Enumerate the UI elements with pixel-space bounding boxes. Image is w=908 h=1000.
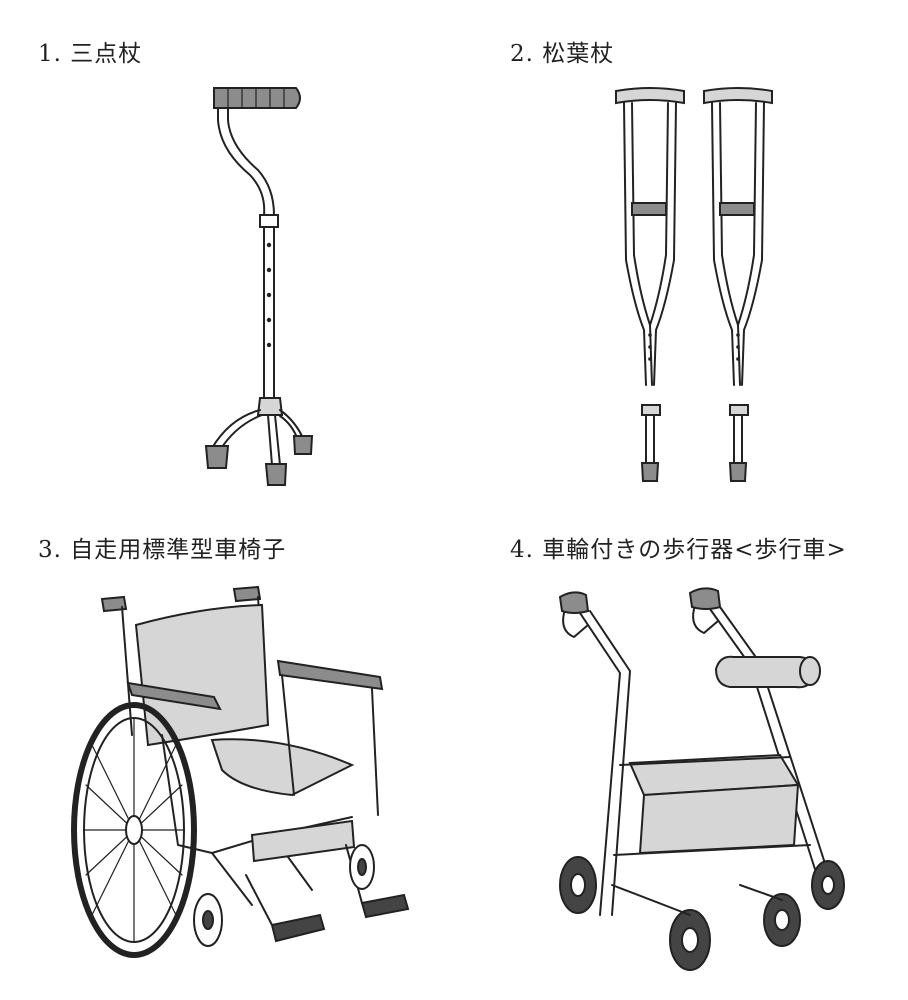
crutch-right	[703, 87, 773, 482]
figure-1-number: 1.	[38, 41, 62, 67]
figure-2-number: 2.	[510, 41, 534, 67]
figure-2-caption: 2. 松葉杖	[510, 34, 614, 68]
figure-4-label: 車輪付きの歩行器<歩行車>	[542, 537, 847, 563]
figure-4-number: 4.	[510, 537, 534, 563]
figure-1-caption: 1. 三点杖	[38, 34, 142, 68]
figure-3-number: 3.	[38, 537, 62, 563]
figure-3-label: 自走用標準型車椅子	[70, 537, 287, 563]
wheelchair-icon	[71, 585, 410, 958]
figure-2-label: 松葉杖	[542, 41, 615, 67]
figure-1-label: 三点杖	[70, 41, 143, 67]
crutches-icon	[615, 87, 773, 482]
crutch-left	[615, 87, 685, 482]
wheelchair-rear-wheel	[71, 702, 197, 958]
quad-cane-icon	[204, 87, 314, 486]
figure-4-caption: 4. 車輪付きの歩行器<歩行車>	[510, 530, 847, 564]
rollator-walker-icon	[558, 587, 845, 971]
figure-3-caption: 3. 自走用標準型車椅子	[38, 530, 286, 564]
walker-wheels	[559, 856, 845, 971]
